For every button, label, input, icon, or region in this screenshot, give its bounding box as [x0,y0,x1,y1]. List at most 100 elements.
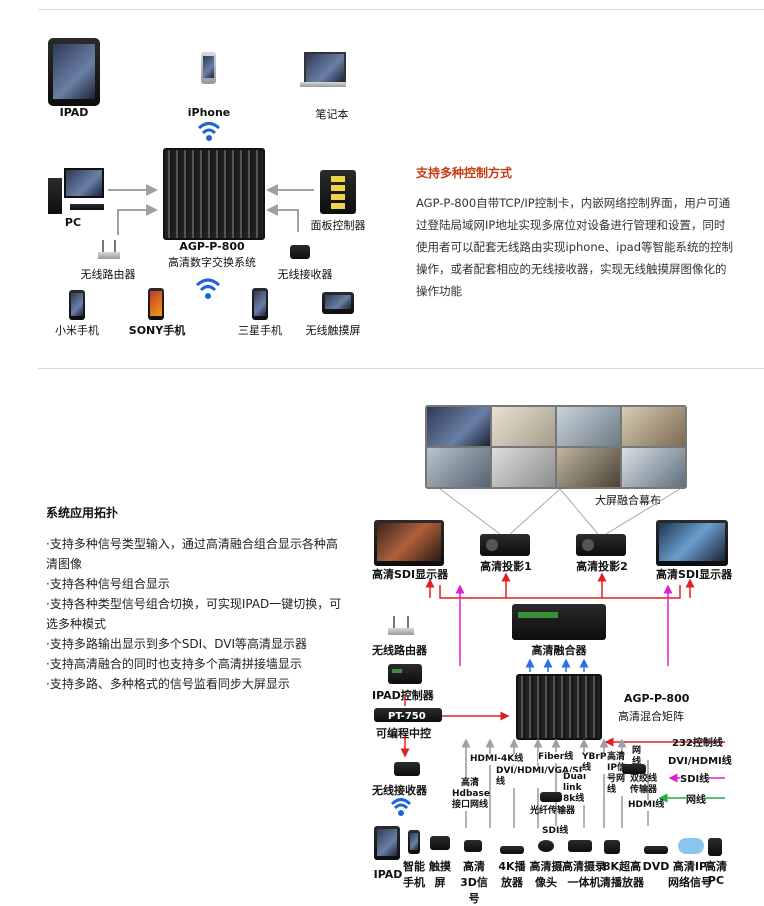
dvi-vga-label: DVI/HDMI/VGA/SDI线 [496,766,590,788]
receiver-image-bottom [394,762,420,776]
panel-controller-label: 面板控制器 [310,219,366,232]
src-cam-label: 高清摄像头 [529,860,563,889]
video-wall [425,405,687,489]
samsung-phone-image [252,288,268,320]
touch-screen-image [322,292,354,314]
router-label-top: 无线路由器 [80,268,136,281]
router-image-top [98,240,120,260]
ybpr-label: YBrPr/AV线 [582,752,628,774]
src-cam-image [538,840,554,852]
src-3d-image [464,840,482,852]
twisted-pair-device [622,764,646,774]
laptop-label: 笔记本 [315,108,349,121]
matrix-name-top: AGP-P-800 [179,240,245,253]
sony-phone-image [148,288,164,320]
wifi-icon [196,120,222,142]
ipad-controller-device [388,664,422,684]
router-image-bottom [388,616,414,636]
src-touch-label: 触摸屏 [429,860,451,889]
fiber-tx-label: 光纤传输器 [530,806,576,816]
top-divider [38,9,764,10]
section-title: 系统应用拓扑 [46,506,119,520]
iphone-label: iPhone [187,106,231,119]
screen-wall-label: 大屏融合幕布 [595,494,661,507]
middle-divider [38,368,764,369]
hdmi4k-label: HDMI-4K线 [470,754,524,765]
laptop-image [300,52,346,88]
src-4k-label: 4K播放器 [498,860,526,889]
receiver-label-top: 无线接收器 [277,268,333,281]
bullet-item: ·支持高清融合的同时也支持多个高清拼接墙显示 [46,657,302,671]
bullet-item: ·支持多种信号类型输入，通过高清融合组合显示各种高清图像 [46,537,338,571]
pc-label: PC [64,216,82,229]
bullet-item: ·支持各种类型信号组合切换，可实现IPAD一键切换，可选多种模式 [46,597,342,631]
feature-title: 支持多种控制方式 [416,166,513,180]
ipad-controller-label: IPAD控制器 [372,689,434,702]
sony-label: SONY手机 [128,324,186,337]
receiver-image-top [290,245,310,259]
src-8k-image [604,840,620,854]
fusion-device [512,604,606,640]
bullet-item: ·支持多路、多种格式的信号监看同步大屏显示 [46,677,290,691]
router-label-bottom: 无线路由器 [372,644,427,657]
projector-2-label: 高清投影2 [576,560,628,573]
samsung-label: 三星手机 [238,324,282,337]
sdi-right-label: 高清SDI显示器 [656,568,733,581]
src-pc-image [708,838,722,856]
src-ipad-label: IPAD [373,868,403,881]
src-ip-cloud-image [678,838,704,854]
xiaomi-label: 小米手机 [55,324,99,337]
twisted-label: 双绞线传输器 [630,774,658,795]
src-8k-label: 8K超高清播放器 [600,860,644,889]
iphone-image [201,52,216,84]
src-ipad-image [374,826,400,860]
src-touch-image [430,836,450,850]
hdbase-label: 高清Hdbase接口网线 [452,778,490,811]
matrix-device-top [163,148,265,240]
bullet-item: ·支持多路输出显示到多个SDI、DVI等高清显示器 [46,637,307,651]
xiaomi-phone-image [69,290,85,320]
src-cam2-label: 高清摄录一体机 [562,860,606,889]
touch-screen-label: 无线触摸屏 [305,324,361,337]
projector-2 [576,534,626,556]
pc-image [48,168,104,214]
src-ip-label: 高清IP网络信号 [668,860,712,889]
sdi-line-label: SDI线 [542,826,569,837]
dual-link-label: Dual link 8k线 [563,772,595,805]
sdi-monitor-right [656,520,728,566]
src-3d-label: 高清3D信号 [460,860,488,905]
line-sdi-label: SDI线 [680,770,710,785]
matrix-desc-top: 高清数字交换系统 [168,256,256,269]
src-cam2-image [568,840,592,852]
pt750-label: PT-750 [388,711,426,722]
bullet-item: ·支持各种信号组合显示 [46,577,170,591]
receiver-label-bottom: 无线接收器 [372,784,427,797]
sdi-left-label: 高清SDI显示器 [372,568,449,581]
wifi-icon [194,276,222,300]
fusion-label: 高清融合器 [531,644,587,657]
wifi-icon [389,796,413,816]
line-dvi-label: DVI/HDMI线 [668,752,732,767]
projector-1-label: 高清投影1 [480,560,532,573]
projector-1 [480,534,530,556]
pt750-device [374,708,442,722]
ipad-label: IPAD [59,106,89,119]
matrix-name-bottom: AGP-P-800 [624,692,690,705]
feature-text: AGP-P-800自带TCP/IP控制卡，内嵌网络控制界面，用户可通过登陆局域网… [416,196,734,298]
matrix-desc-bottom: 高清混合矩阵 [618,710,684,723]
src-dvd-image [644,846,668,854]
bullet-list: ·支持多种信号类型输入，通过高清融合组合显示各种高清图像 ·支持各种信号组合显示… [46,534,348,694]
src-pc-label: 高清PC [705,860,727,887]
net2-label: 网线 [632,746,642,767]
hd-ip-label: 高清IP信号网线 [607,752,627,796]
fiber-tx-device [540,792,562,802]
src-dvd-label: DVD [642,860,670,873]
pt750-desc: 可编程中控 [376,727,431,740]
src-phone-label: 智能手机 [403,860,425,889]
ipad-image [48,38,100,106]
src-4k-image [500,846,524,854]
line-net-label: 网线 [686,791,706,806]
sdi-monitor-left [374,520,444,566]
